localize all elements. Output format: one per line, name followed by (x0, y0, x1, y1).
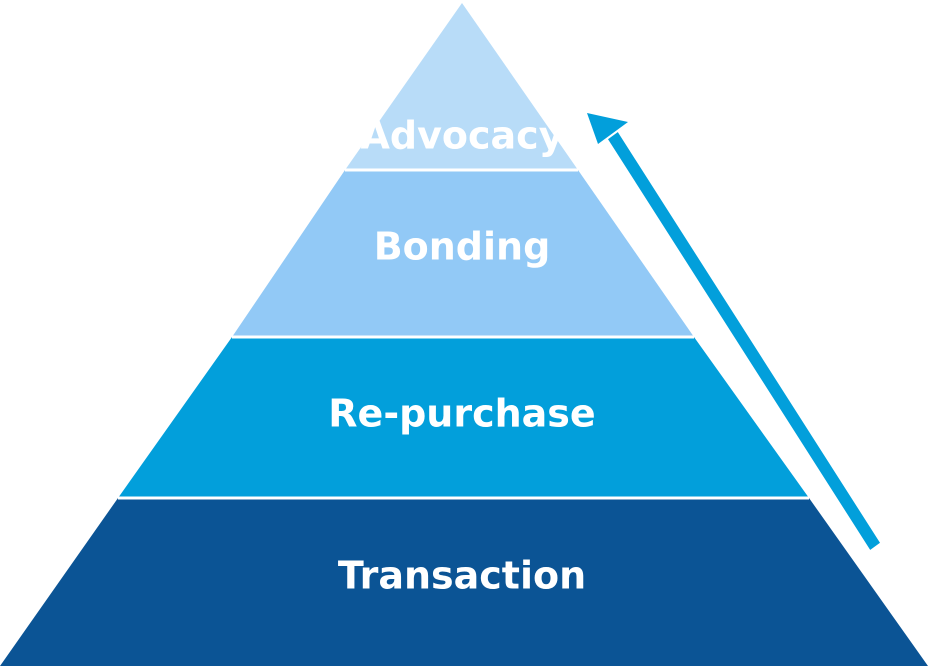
tier-label-re-purchase: Re-purchase (328, 392, 595, 436)
tier-transaction (0, 498, 928, 666)
tier-label-bonding: Bonding (374, 225, 551, 269)
tier-bonding (232, 170, 694, 337)
tier-label-advocacy: Advocacy (361, 114, 564, 158)
tier-label-transaction: Transaction (338, 554, 586, 598)
tier-re-purchase (118, 337, 809, 498)
up-arrow-icon (587, 113, 901, 553)
tier-advocacy (345, 3, 578, 170)
